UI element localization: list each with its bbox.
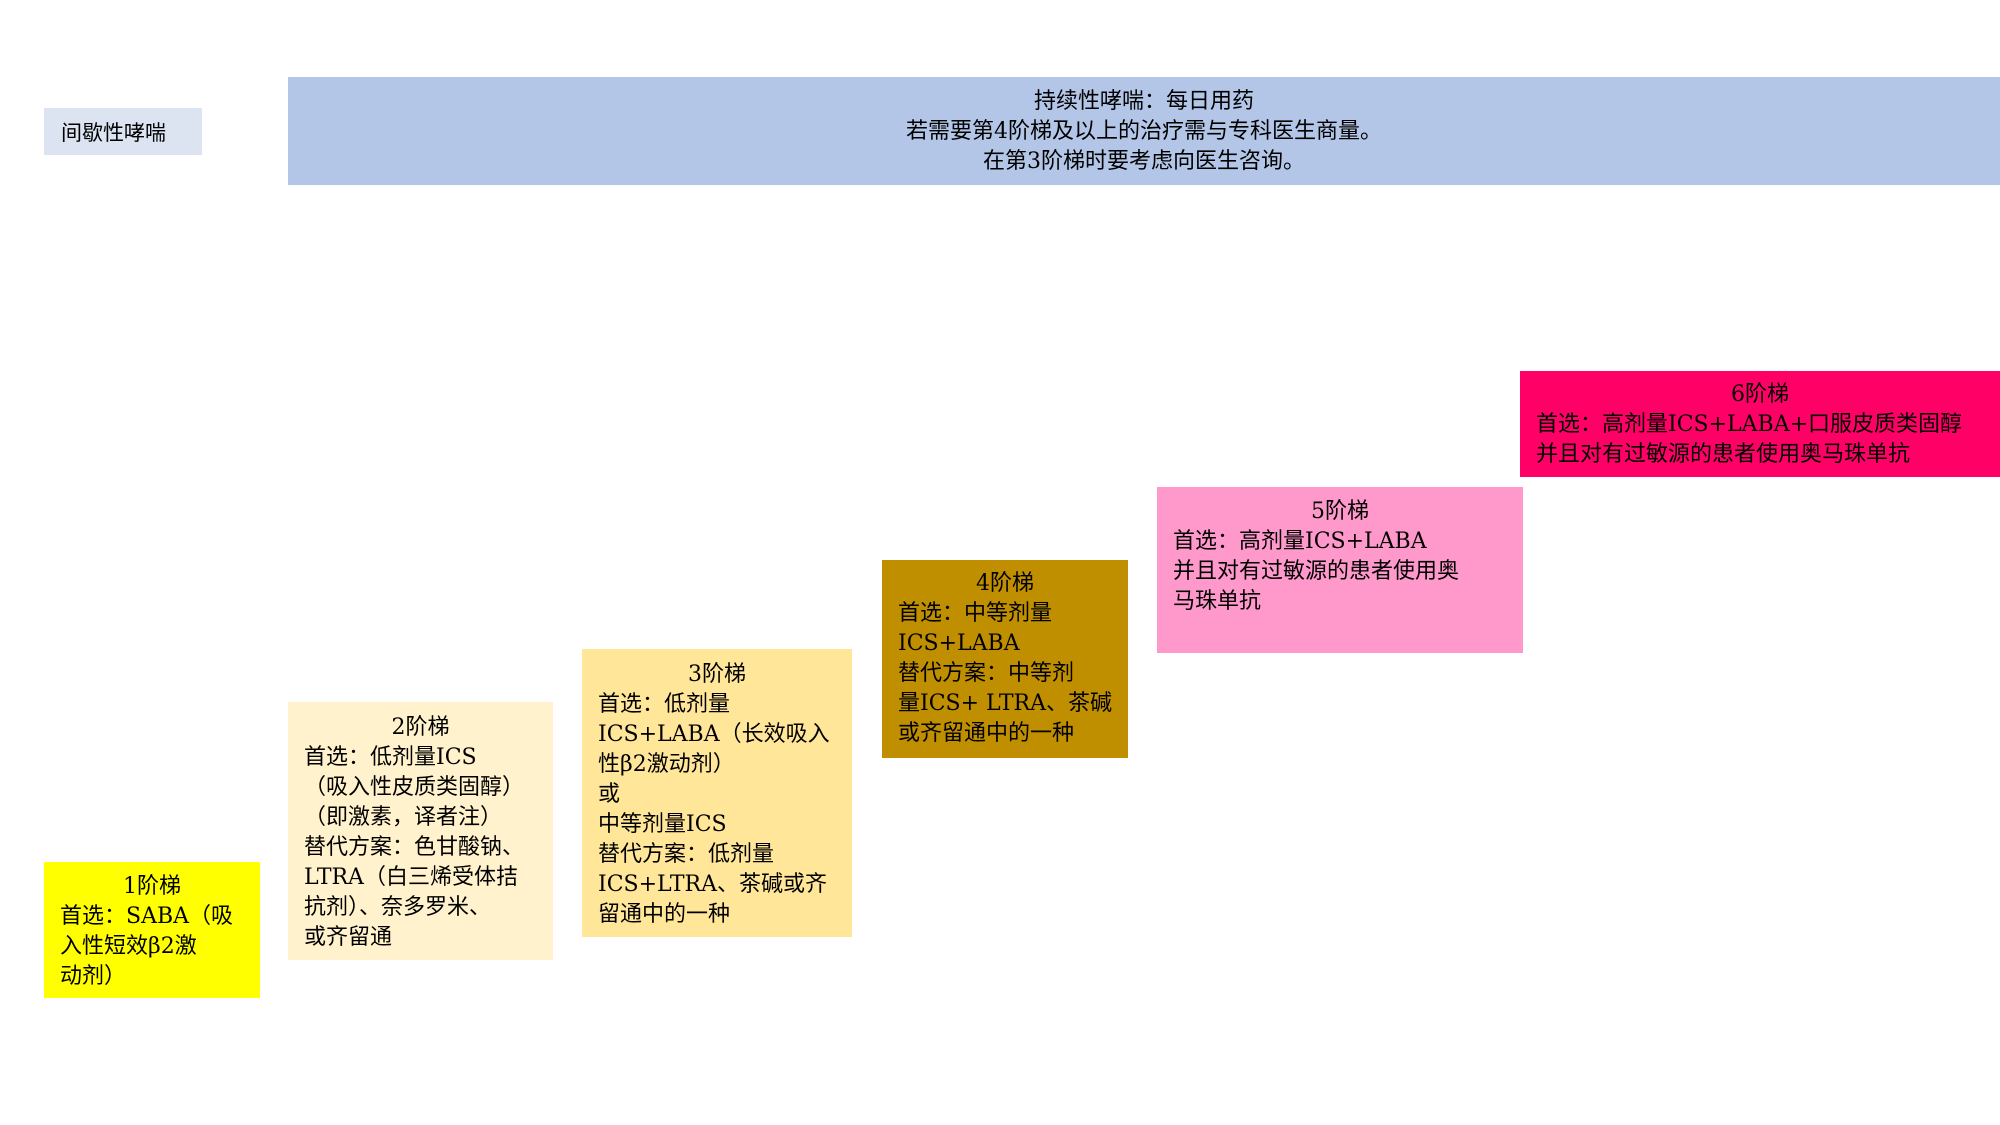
step-1-box: 1阶梯 首选：SABA（吸 入性短效β2激 动剂） <box>44 862 260 998</box>
step-5-box: 5阶梯 首选：高剂量ICS+LABA 并且对有过敏源的患者使用奥 马珠单抗 <box>1157 487 1523 653</box>
step-1-line: 首选：SABA（吸 <box>60 904 234 929</box>
step-4-line: 量ICS+ LTRA、茶碱 <box>898 691 1112 716</box>
step-2-title: 2阶梯 <box>391 715 450 740</box>
step-2-line: 或齐留通 <box>304 925 393 950</box>
persistent-asthma-note-specialist: 若需要第4阶梯及以上的治疗需与专科医生商量。 <box>906 119 1382 144</box>
step-3-line: ICS+LTRA、茶碱或齐 <box>598 872 827 897</box>
step-4-line: ICS+LABA <box>898 631 1020 656</box>
step-3-line: 或 <box>598 782 621 807</box>
step-4-line: 替代方案：中等剂 <box>898 661 1075 686</box>
step-5-line: 首选：高剂量ICS+LABA <box>1173 529 1427 554</box>
step-4-line: 首选：中等剂量 <box>898 601 1053 626</box>
step-2-line: 首选：低剂量ICS <box>304 745 477 770</box>
step-4-line: 或齐留通中的一种 <box>898 721 1075 746</box>
step-1-title: 1阶梯 <box>123 874 181 899</box>
step-2-box: 2阶梯 首选：低剂量ICS （吸入性皮质类固醇） （即激素，译者注） 替代方案：… <box>288 702 553 960</box>
step-6-box: 6阶梯 首选：高剂量ICS+LABA+口服皮质类固醇 并且对有过敏源的患者使用奥… <box>1520 371 2000 477</box>
step-1-line: 入性短效β2激 <box>60 934 197 959</box>
step-3-line: ICS+LABA（长效吸入 <box>598 722 830 747</box>
step-3-line: 留通中的一种 <box>598 902 731 927</box>
persistent-asthma-note-consult: 在第3阶梯时要考虑向医生咨询。 <box>983 149 1305 174</box>
step-6-title: 6阶梯 <box>1731 382 1789 407</box>
step-2-line: 替代方案：色甘酸钠、 <box>304 835 525 860</box>
step-5-line: 马珠单抗 <box>1173 589 1262 614</box>
step-5-title: 5阶梯 <box>1311 499 1369 524</box>
step-2-line: （即激素，译者注） <box>304 805 503 830</box>
intermittent-asthma-label: 间歇性哮喘 <box>44 108 202 155</box>
step-4-title: 4阶梯 <box>976 571 1034 596</box>
step-3-box: 3阶梯 首选：低剂量 ICS+LABA（长效吸入 性β2激动剂） 或 中等剂量I… <box>582 649 852 937</box>
step-2-line: 抗剂）、奈多罗米、 <box>304 895 492 920</box>
step-6-line: 并且对有过敏源的患者使用奥马珠单抗 <box>1536 442 1911 467</box>
step-5-line: 并且对有过敏源的患者使用奥 <box>1173 559 1460 584</box>
step-3-line: 中等剂量ICS <box>598 812 727 837</box>
persistent-asthma-heading: 持续性哮喘：每日用药 <box>1033 89 1254 114</box>
step-3-title: 3阶梯 <box>688 662 746 687</box>
step-1-line: 动剂） <box>60 964 127 989</box>
step-4-box: 4阶梯 首选：中等剂量 ICS+LABA 替代方案：中等剂 量ICS+ LTRA… <box>882 560 1128 758</box>
step-6-line: 首选：高剂量ICS+LABA+口服皮质类固醇 <box>1536 412 1963 437</box>
persistent-asthma-banner: 持续性哮喘：每日用药 若需要第4阶梯及以上的治疗需与专科医生商量。 在第3阶梯时… <box>288 77 2000 185</box>
step-2-line: （吸入性皮质类固醇） <box>304 775 525 800</box>
step-2-line: LTRA（白三烯受体拮 <box>304 865 518 890</box>
step-3-line: 替代方案：低剂量 <box>598 842 775 867</box>
intermittent-asthma-text: 间歇性哮喘 <box>61 121 166 145</box>
step-3-line: 性β2激动剂） <box>598 752 735 777</box>
step-3-line: 首选：低剂量 <box>598 692 731 717</box>
